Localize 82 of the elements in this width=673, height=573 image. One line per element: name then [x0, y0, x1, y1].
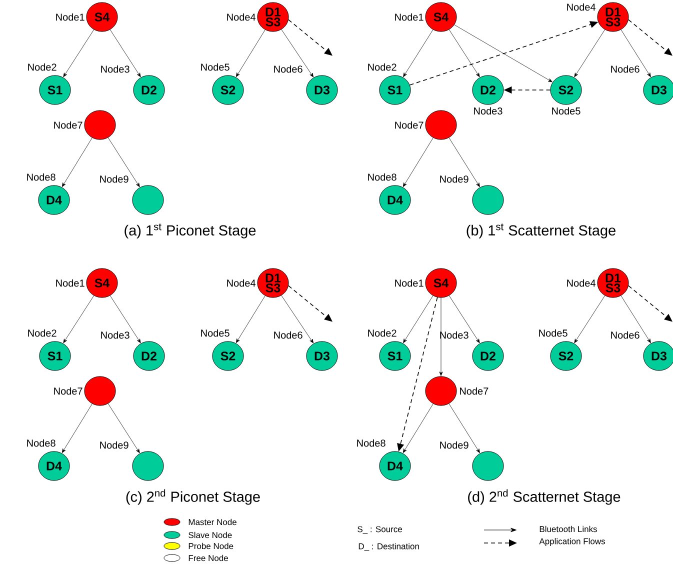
node-label: Node2 — [28, 329, 56, 337]
abbreviation-note: S_ : Source — [358, 526, 402, 534]
node-circle — [132, 451, 164, 481]
link-arrow — [439, 298, 443, 376]
node-circle — [472, 185, 504, 215]
link-arrow — [454, 24, 552, 82]
legend-label: Free Node — [188, 554, 228, 562]
node-label: Node4 — [227, 279, 256, 287]
node-label: Node4 — [567, 3, 596, 11]
node-label: Node3 — [101, 65, 130, 73]
node-label: Node5 — [539, 329, 568, 337]
panel-caption: (b) 1$^{st}$ Scatternet Stage — [466, 224, 616, 238]
node-label: Node4 — [227, 13, 256, 21]
node-label: Node9 — [440, 175, 468, 183]
panel-caption: (a) 1$^{st}$ Piconet Stage — [124, 224, 256, 238]
link-arrow — [620, 30, 651, 78]
node-label: Node1 — [395, 279, 424, 287]
link-arrow — [281, 295, 314, 344]
link-arrow — [110, 29, 141, 78]
link-arrow — [236, 30, 266, 77]
node-circle — [84, 376, 116, 406]
node-label: Node3 — [474, 107, 502, 115]
node-label: Node5 — [552, 107, 580, 115]
node-label: Node4 — [567, 279, 596, 287]
legend-label: Master Node — [188, 518, 236, 526]
link-arrow — [448, 138, 480, 188]
link-arrow — [62, 404, 92, 453]
link-arrow — [403, 296, 434, 344]
node-circle — [472, 451, 504, 481]
node-label: Node7 — [395, 121, 424, 129]
abbreviation-note: D_ : Destination — [358, 543, 419, 551]
link-arrow — [620, 296, 651, 344]
node-label: Node7 — [54, 121, 82, 129]
legend-label: Probe Node — [188, 542, 234, 550]
link-arrow — [448, 29, 480, 78]
node-circle — [425, 110, 457, 140]
node-label: Node9 — [100, 441, 128, 449]
link-arrow — [403, 30, 434, 78]
node-label: Node1 — [56, 279, 84, 287]
node-label: Node6 — [274, 65, 302, 73]
node-label: Node1 — [56, 13, 84, 21]
panel-caption: (c) 2$^{nd}$ Piconet Stage — [126, 489, 260, 505]
legend-label: Slave Node — [188, 532, 232, 538]
link-arrow — [402, 404, 434, 453]
node-label: Node9 — [440, 441, 468, 449]
link-arrow — [108, 403, 140, 454]
link-arrow — [63, 295, 94, 344]
node-label: Node8 — [27, 173, 56, 181]
link-arrow — [281, 29, 314, 78]
node-label: Node5 — [201, 329, 230, 337]
node-label: Node7 — [460, 387, 488, 395]
link-arrow — [236, 296, 266, 343]
node-label: Node3 — [101, 331, 130, 339]
node-label: Node5 — [201, 63, 230, 71]
node-label: Node3 — [440, 331, 468, 339]
node-label: Node6 — [611, 65, 640, 73]
legend-label: Application Flows — [539, 538, 605, 546]
node-label: Node1 — [395, 13, 424, 21]
node-label: Node2 — [28, 63, 56, 71]
link-arrow — [448, 404, 480, 454]
link-arrow — [574, 295, 606, 344]
link-arrow — [110, 295, 141, 344]
link-arrow — [574, 29, 606, 78]
node-label: Node2 — [368, 329, 396, 337]
node-label: Node6 — [274, 331, 302, 339]
node-label: Node7 — [54, 387, 82, 395]
link-arrow — [108, 137, 140, 188]
node-label: Node8 — [357, 439, 386, 447]
node-circle — [425, 376, 457, 406]
node-circle — [84, 110, 116, 140]
node-label: Node6 — [611, 331, 640, 339]
node-label: Node2 — [368, 63, 396, 71]
node-label: Node9 — [100, 175, 128, 183]
node-circle — [132, 185, 164, 215]
legend-label: Bluetooth Links — [540, 526, 597, 532]
link-arrow — [448, 295, 480, 344]
link-arrow — [62, 138, 92, 187]
link-arrow — [63, 29, 94, 78]
node-label: Node8 — [27, 439, 56, 447]
link-arrow — [402, 138, 434, 187]
node-label: Node8 — [368, 173, 396, 181]
panel-caption: (d) 2$^{nd}$ Scatternet Stage — [468, 489, 620, 505]
